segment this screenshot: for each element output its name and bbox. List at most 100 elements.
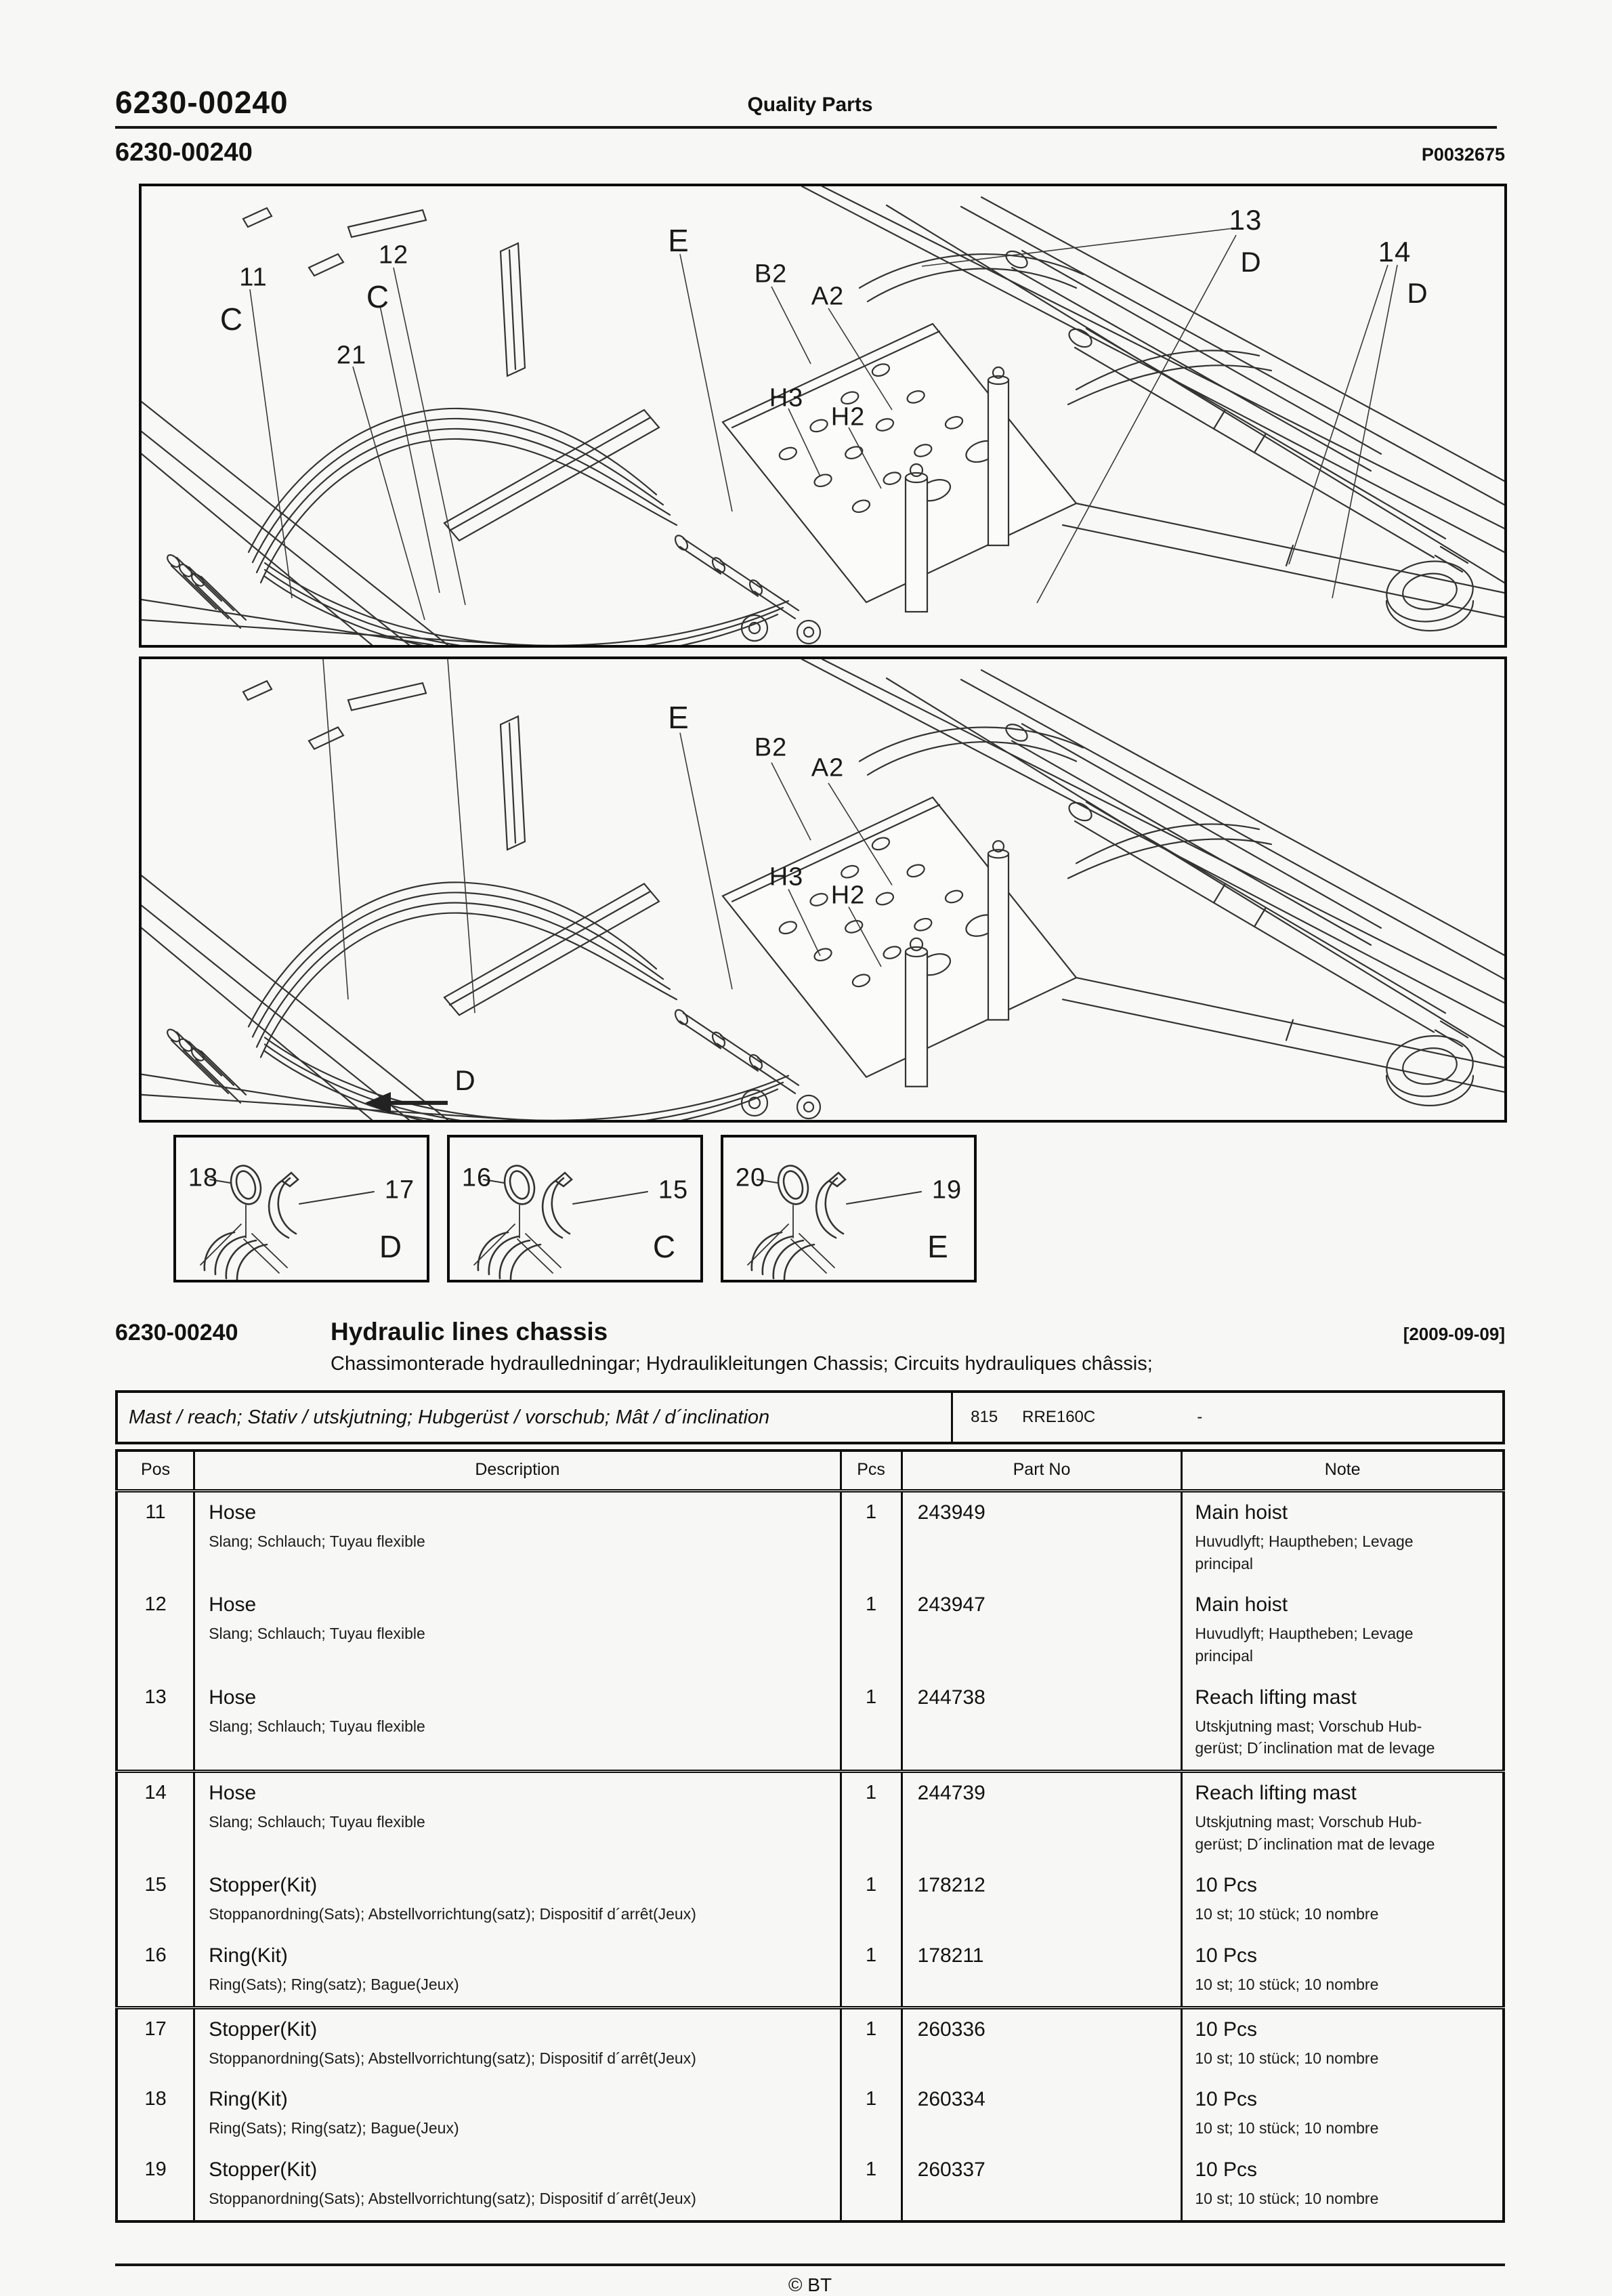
row-pcs: 1 <box>841 1677 903 1772</box>
model-code: 815 <box>971 1408 998 1426</box>
section-heading-number: 6230-00240 <box>115 1320 238 1345</box>
table-row: 18 Ring(Kit) Ring(Sats); Ring(satz); Bag… <box>116 2079 1504 2150</box>
description-main: Hose <box>209 1686 257 1709</box>
callout-ring-num: 20 <box>735 1163 766 1192</box>
note-sub: 10 st; 10 stück; 10 nombre <box>1195 2189 1379 2207</box>
row-part-no: 243947 <box>902 1585 1183 1677</box>
callout-h3: H3 <box>769 383 804 413</box>
col-pcs: Pcs <box>841 1450 903 1493</box>
row-pos: 17 <box>116 2005 196 2080</box>
caption-variant-text: Mast / reach; Stativ / utskjutning; Hubg… <box>118 1393 954 1442</box>
callout-d: D <box>1240 246 1262 278</box>
callout-b2: B2 <box>754 259 788 289</box>
row-pcs: 1 <box>841 1865 903 1936</box>
row-part-no: 178211 <box>902 1935 1183 2008</box>
row-note: Reach lifting mast Utskjutning mast; Vor… <box>1182 1677 1504 1772</box>
description-sub: Slang; Schlauch; Tuyau flexible <box>209 1812 425 1831</box>
row-part-no: 260336 <box>902 2005 1183 2080</box>
model-name: RRE160C <box>1022 1408 1096 1426</box>
caption-dash: - <box>1197 1408 1203 1426</box>
note-sub: Huvudlyft; Hauptheben; Levage principal <box>1195 1532 1414 1572</box>
note-main: Reach lifting mast <box>1195 1781 1357 1804</box>
row-pos: 13 <box>116 1677 196 1772</box>
chassis-diagram-bottom <box>142 659 1504 1120</box>
table-row: 17 Stopper(Kit) Stoppanordning(Sats); Ab… <box>116 2005 1504 2080</box>
row-pos: 16 <box>116 1935 196 2008</box>
description-sub: Slang; Schlauch; Tuyau flexible <box>209 1625 425 1643</box>
col-pos: Pos <box>116 1450 196 1493</box>
callout-14: 14 <box>1378 236 1412 268</box>
leader-lines-bottom <box>322 659 893 1014</box>
note-main: Main hoist <box>1195 1501 1288 1524</box>
table-caption: Mast / reach; Stativ / utskjutning; Hubg… <box>115 1390 1505 1444</box>
row-pcs: 1 <box>841 1490 903 1585</box>
direction-arrow-d <box>365 1091 448 1114</box>
callout-stopper-num: 19 <box>931 1175 962 1205</box>
row-description: Ring(Kit) Ring(Sats); Ring(satz); Bague(… <box>194 1935 842 2008</box>
row-description: Stopper(Kit) Stoppanordning(Sats); Abste… <box>194 2149 842 2221</box>
table-row: 15 Stopper(Kit) Stoppanordning(Sats); Ab… <box>116 1865 1504 1936</box>
col-part-no: Part No <box>902 1450 1183 1493</box>
description-main: Hose <box>209 1593 257 1616</box>
row-part-no: 244739 <box>902 1769 1183 1866</box>
description-main: Stopper(Kit) <box>209 1874 318 1897</box>
figure-top: 11 C 12 C 21 E B2 A2 H3 H2 13 D 14 D <box>139 184 1507 648</box>
row-pcs: 1 <box>841 1769 903 1866</box>
callout-stopper-num: 17 <box>384 1175 415 1205</box>
description-sub: Stoppanordning(Sats); Abstellvorrichtung… <box>209 1905 696 1923</box>
row-note: Main hoist Huvudlyft; Hauptheben; Levage… <box>1182 1585 1504 1677</box>
col-note: Note <box>1181 1450 1504 1493</box>
note-sub: 10 st; 10 stück; 10 nombre <box>1195 1975 1379 1993</box>
callout-h2: H2 <box>830 881 866 910</box>
note-main: 10 Pcs <box>1195 2158 1258 2181</box>
callout-b2: B2 <box>754 733 788 762</box>
page-title: Hydraulic lines chassis <box>331 1318 608 1345</box>
revision-date: [2009-09-09] <box>1403 1324 1505 1344</box>
page-footer: © BT <box>115 2263 1505 2296</box>
row-part-no: 244738 <box>902 1677 1183 1772</box>
detail-letter: C <box>652 1229 677 1264</box>
row-note: 10 Pcs 10 st; 10 stück; 10 nombre <box>1182 1865 1504 1936</box>
brand-title: Quality Parts <box>747 93 873 116</box>
table-row: 11 Hose Slang; Schlauch; Tuyau flexible … <box>116 1490 1504 1585</box>
row-pos: 18 <box>116 2079 196 2150</box>
note-sub: 10 st; 10 stück; 10 nombre <box>1195 2119 1379 2137</box>
plate-reference: P0032675 <box>1421 144 1505 165</box>
note-sub: 10 st; 10 stück; 10 nombre <box>1195 1905 1379 1923</box>
table-row: 12 Hose Slang; Schlauch; Tuyau flexible … <box>116 1585 1504 1677</box>
row-pcs: 1 <box>841 2149 903 2221</box>
row-description: Hose Slang; Schlauch; Tuyau flexible <box>194 1677 842 1772</box>
chassis-diagram-top <box>142 186 1504 645</box>
row-note: 10 Pcs 10 st; 10 stück; 10 nombre <box>1181 2005 1504 2080</box>
detail-box-e: 20 19 E <box>721 1135 977 1282</box>
callout-12: 12 <box>378 241 409 270</box>
row-pos: 12 <box>116 1585 196 1677</box>
row-part-no: 243949 <box>902 1490 1183 1585</box>
row-description: Stopper(Kit) Stoppanordning(Sats); Abste… <box>194 2005 842 2080</box>
callout-c: C <box>219 301 244 337</box>
row-description: Hose Slang; Schlauch; Tuyau flexible <box>194 1585 842 1677</box>
callout-a2: A2 <box>811 753 845 782</box>
callout-h3: H3 <box>769 862 804 892</box>
description-main: Hose <box>209 1781 257 1804</box>
row-note: Main hoist Huvudlyft; Hauptheben; Levage… <box>1182 1491 1504 1585</box>
row-pcs: 1 <box>841 1585 903 1677</box>
table-row: 14 Hose Slang; Schlauch; Tuyau flexible … <box>116 1769 1504 1866</box>
note-main: 10 Pcs <box>1195 1874 1258 1897</box>
note-main: 10 Pcs <box>1195 1944 1258 1967</box>
row-note: 10 Pcs 10 st; 10 stück; 10 nombre <box>1182 1936 1504 2007</box>
subheader: 6230-00240 P0032675 <box>115 138 1505 167</box>
row-pos: 15 <box>116 1865 196 1936</box>
parts-table: Pos Description Pcs Part No Note 11 Hose… <box>115 1449 1505 2223</box>
description-main: Ring(Kit) <box>209 1944 288 1967</box>
detail-letter: E <box>927 1229 949 1264</box>
col-description: Description <box>194 1450 842 1493</box>
note-main: 10 Pcs <box>1195 2088 1258 2111</box>
row-description: Hose Slang; Schlauch; Tuyau flexible <box>194 1769 842 1866</box>
header-rule <box>115 126 1497 129</box>
table-row: 19 Stopper(Kit) Stoppanordning(Sats); Ab… <box>116 2149 1504 2221</box>
description-sub: Stoppanordning(Sats); Abstellvorrichtung… <box>209 2189 696 2207</box>
description-sub: Stoppanordning(Sats); Abstellvorrichtung… <box>209 2049 696 2067</box>
figure-bottom: E B2 A2 H3 H2 D <box>139 656 1507 1123</box>
row-pcs: 1 <box>841 2005 903 2080</box>
